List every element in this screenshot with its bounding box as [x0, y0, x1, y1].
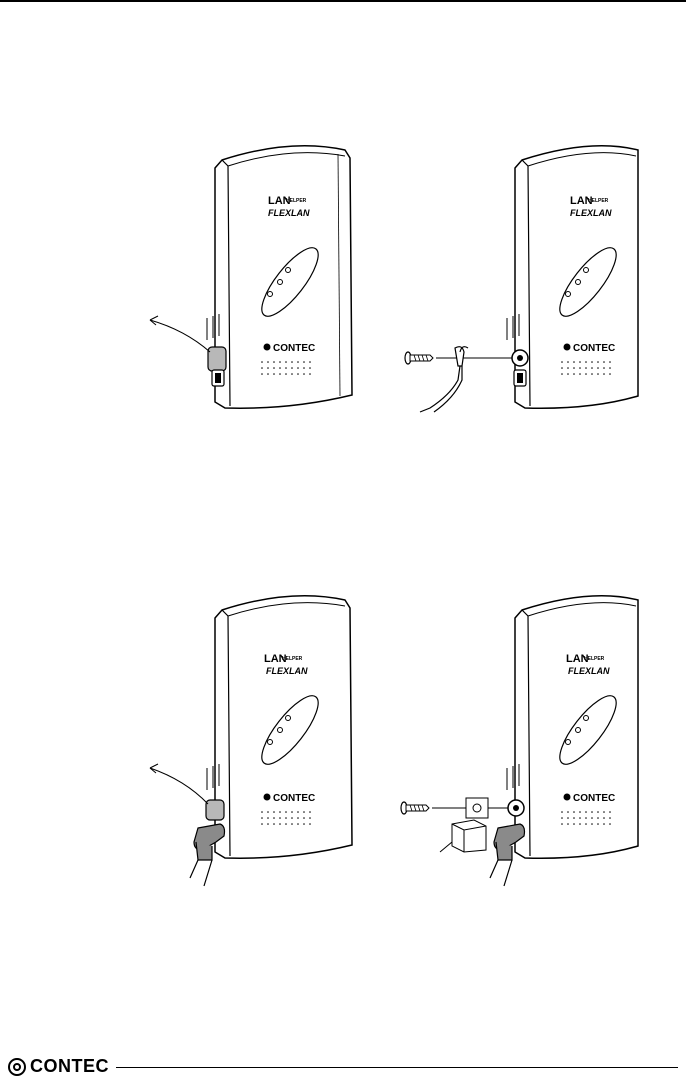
port-cover	[206, 800, 224, 820]
spade-lug-icon	[455, 347, 468, 366]
figure-device-cover-removed: LAN HELPER FLEXLAN CONTEC	[140, 130, 380, 440]
brand-sub-text: HELPER	[286, 198, 307, 204]
footer-logo: CONTEC	[8, 1056, 109, 1077]
device-illustration: LAN HELPER FLEXLAN CONTEC	[400, 130, 640, 440]
maker-logo-icon	[564, 344, 571, 351]
contec-logo-icon	[8, 1058, 26, 1076]
product-name-text: FLEXLAN	[568, 666, 610, 676]
brand-sub-text: HELPER	[588, 198, 609, 204]
footer-logo-text: CONTEC	[30, 1056, 109, 1077]
ground-wire	[420, 366, 460, 412]
removal-arrow	[150, 320, 210, 352]
device-illustration: LAN HELPER FLEXLAN CONTEC	[140, 130, 380, 440]
screw-icon	[405, 352, 433, 364]
brand-sub-text: HELPER	[282, 656, 303, 662]
arrow-head-icon	[150, 764, 158, 773]
clamp-box-icon	[452, 820, 486, 852]
figure-device-cable-clamp: LAN HELPER FLEXLAN CONTEC	[400, 580, 640, 890]
power-port-inner	[215, 373, 221, 383]
ground-terminal-hole	[513, 805, 519, 811]
power-port-inner	[517, 373, 523, 383]
maker-text: CONTEC	[573, 793, 615, 804]
brand-sub-text: HELPER	[584, 656, 605, 662]
figure-device-ground-screw: LAN HELPER FLEXLAN CONTEC	[400, 130, 640, 440]
power-cable	[490, 860, 512, 886]
figure-device-cable-cover: LAN HELPER FLEXLAN CONTEC	[140, 580, 380, 890]
footer-rule	[116, 1067, 678, 1068]
port-cover	[208, 347, 226, 371]
clamp-bracket-icon	[466, 798, 488, 818]
maker-logo-icon	[264, 794, 271, 801]
arrow-head-icon	[150, 316, 158, 325]
product-name-text: FLEXLAN	[266, 666, 308, 676]
power-cable	[190, 860, 212, 886]
page-footer: CONTEC	[8, 1056, 678, 1078]
product-name-text: FLEXLAN	[570, 208, 612, 218]
maker-logo-icon	[564, 794, 571, 801]
product-name-text: FLEXLAN	[268, 208, 310, 218]
screw-icon	[401, 802, 429, 814]
header-rule	[0, 0, 686, 2]
maker-text: CONTEC	[573, 343, 615, 354]
maker-logo-icon	[264, 344, 271, 351]
device-illustration: LAN HELPER FLEXLAN CONTEC	[400, 580, 640, 890]
removal-arrow	[150, 768, 208, 804]
ground-terminal-hole	[517, 355, 523, 361]
maker-text: CONTEC	[273, 793, 315, 804]
device-illustration: LAN HELPER FLEXLAN CONTEC	[140, 580, 380, 890]
maker-text: CONTEC	[273, 343, 315, 354]
